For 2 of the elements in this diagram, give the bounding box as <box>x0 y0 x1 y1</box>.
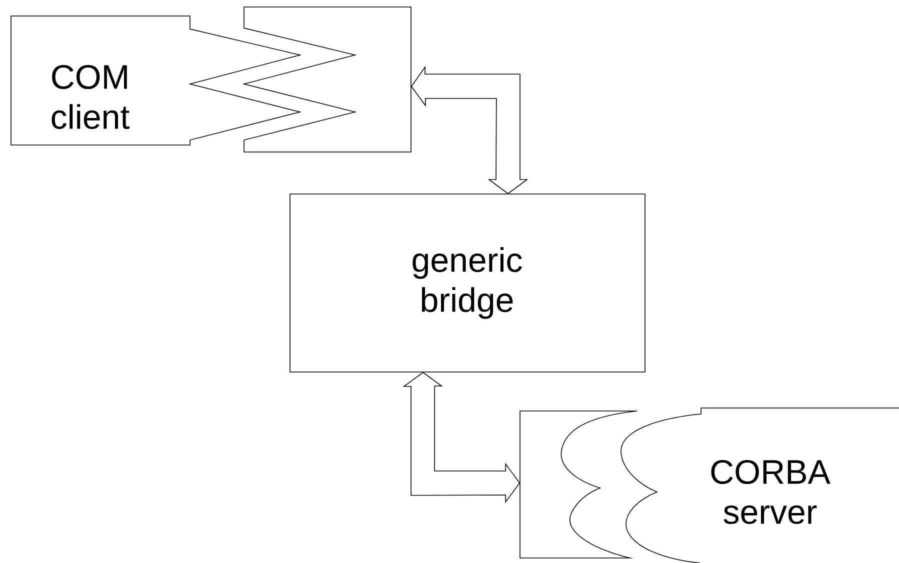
adapter-shape <box>520 410 638 558</box>
process-box: generic bridge <box>290 194 646 372</box>
